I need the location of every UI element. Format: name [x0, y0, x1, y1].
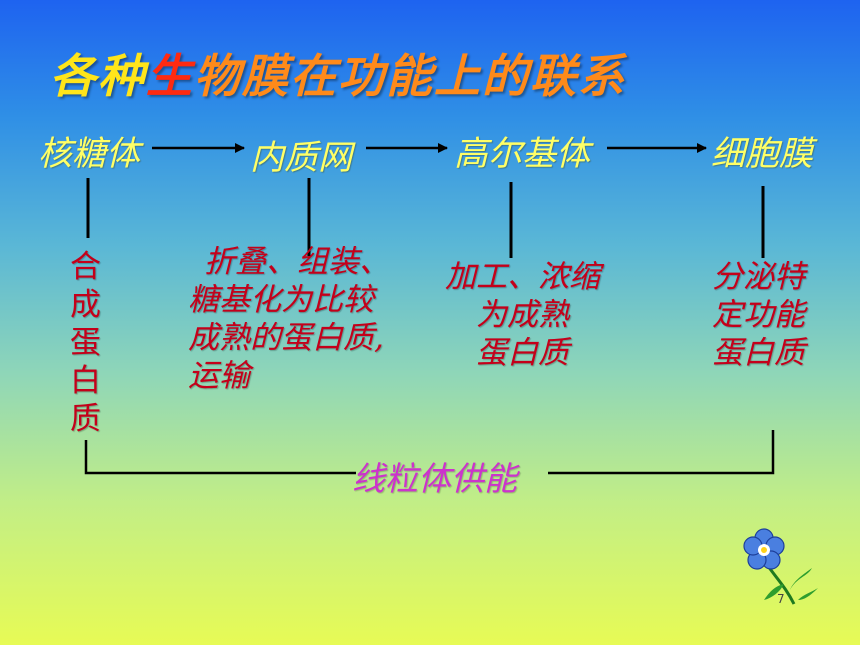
title-part-3: 物膜在功能上的联系 [194, 49, 626, 103]
energy-label: 线粒体供能 [352, 459, 517, 498]
node-membrane: 细胞膜 [711, 134, 813, 174]
desc-golgi: 加工、浓缩 为成熟 蛋白质 [445, 258, 600, 372]
desc-er-line-3: 成熟的蛋白质, [188, 320, 384, 356]
desc-er-line-2: 糖基化为比较 [188, 282, 374, 318]
title-part-2: 生 [146, 49, 194, 103]
node-er: 内质网 [250, 138, 352, 178]
desc-golgi-line-1: 加工、浓缩 [445, 259, 600, 295]
flower-icon [743, 528, 818, 605]
desc-golgi-line-3: 蛋白质 [476, 335, 569, 371]
desc-membrane-line-2: 定功能 [712, 297, 805, 333]
slide-title: 各种生物膜在功能上的联系 [50, 40, 626, 106]
desc-membrane: 分泌特 定功能 蛋白质 [712, 258, 805, 372]
page-number: 7 [777, 592, 785, 606]
desc-er-line-4: 运输 [188, 358, 250, 394]
desc-membrane-line-1: 分泌特 [712, 259, 805, 295]
desc-golgi-line-2: 为成熟 [476, 297, 569, 333]
desc-er-line-1: 折叠、组装、 [204, 244, 390, 280]
title-part-1: 各种 [50, 49, 146, 103]
desc-ribosome: 合成蛋白质 [70, 249, 101, 437]
desc-membrane-line-3: 蛋白质 [712, 335, 805, 371]
node-golgi: 高尔基体 [454, 134, 590, 174]
energy-bracket-right [548, 430, 775, 475]
desc-er: 折叠、组装、 糖基化为比较 成熟的蛋白质, 运输 [188, 243, 390, 395]
energy-bracket [84, 440, 356, 475]
node-ribosome: 核糖体 [38, 134, 140, 174]
